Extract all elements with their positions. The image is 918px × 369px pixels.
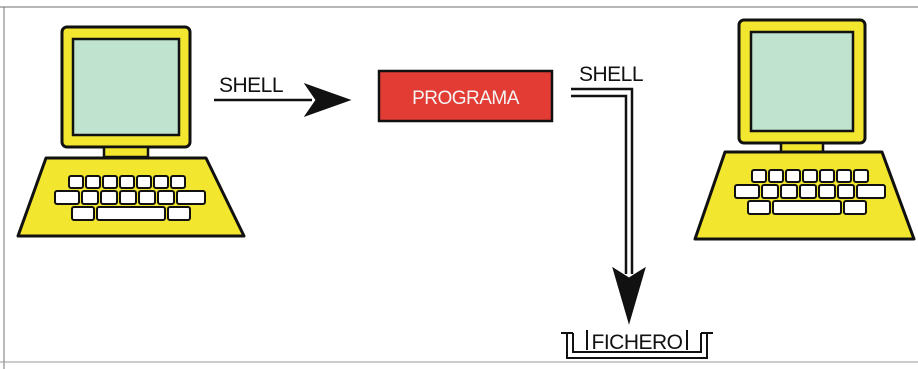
program-label: PROGRAMA xyxy=(412,88,520,109)
keyboard-keys-right xyxy=(734,169,886,215)
monitor-screen-left xyxy=(71,37,181,137)
shell-input-label: SHELL xyxy=(219,74,283,97)
computer-icon-left xyxy=(16,25,246,238)
monitor-neck-left xyxy=(102,145,150,159)
file-label: FICHERO xyxy=(592,331,683,354)
file-box: FICHERO xyxy=(561,330,713,359)
arrow-right-icon xyxy=(303,83,352,117)
keyboard-keys-left xyxy=(54,175,206,221)
shell-output-line-inner xyxy=(571,94,628,274)
shell-output-line-outer xyxy=(571,87,634,274)
arrow-down-icon xyxy=(612,266,646,325)
shell-output-label: SHELL xyxy=(579,63,643,86)
program-box: PROGRAMA xyxy=(377,69,554,123)
monitor-screen-right xyxy=(749,30,855,133)
computer-icon-right xyxy=(693,18,916,241)
